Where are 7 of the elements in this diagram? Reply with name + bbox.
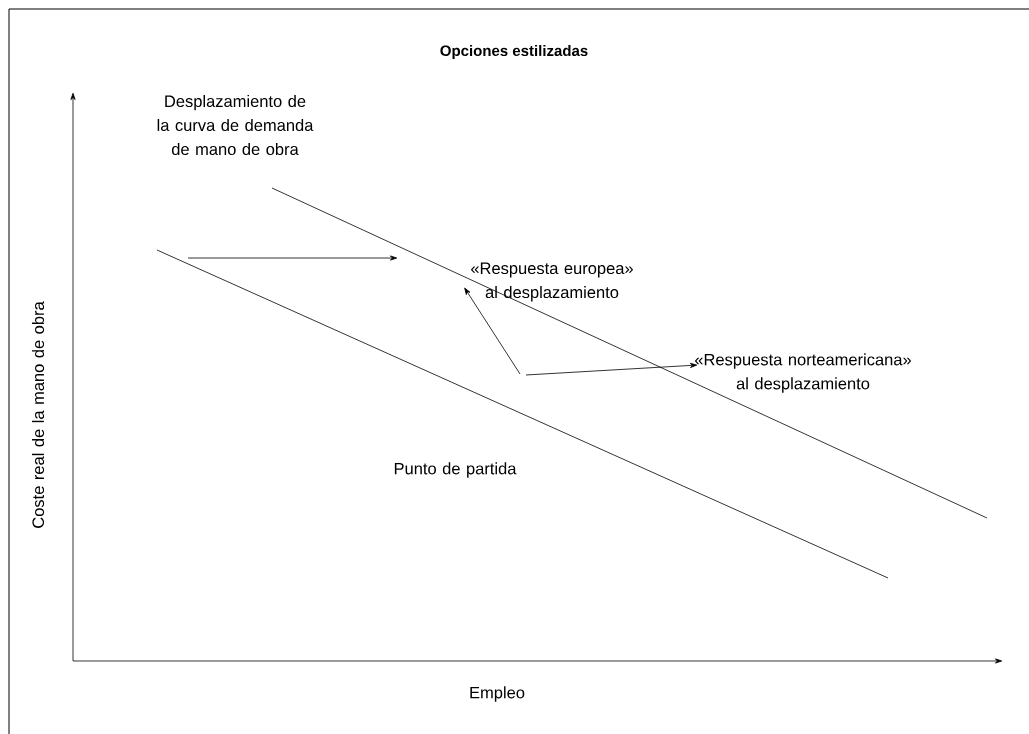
chart-title: Opciones estilizadas xyxy=(440,45,588,59)
annotation-text: Desplazamiento de la curva de demanda de mano de obra xyxy=(157,94,314,156)
axis-label: Coste real de la mano de obra xyxy=(31,301,45,528)
annotation-text: Punto de partida xyxy=(394,462,517,478)
annotation-text: «Respuesta norteamericana» al desplazamiento xyxy=(695,353,911,393)
annotation-text: «Respuesta europea» al desplazamiento xyxy=(471,262,633,302)
axis-label: Empleo xyxy=(470,686,525,702)
